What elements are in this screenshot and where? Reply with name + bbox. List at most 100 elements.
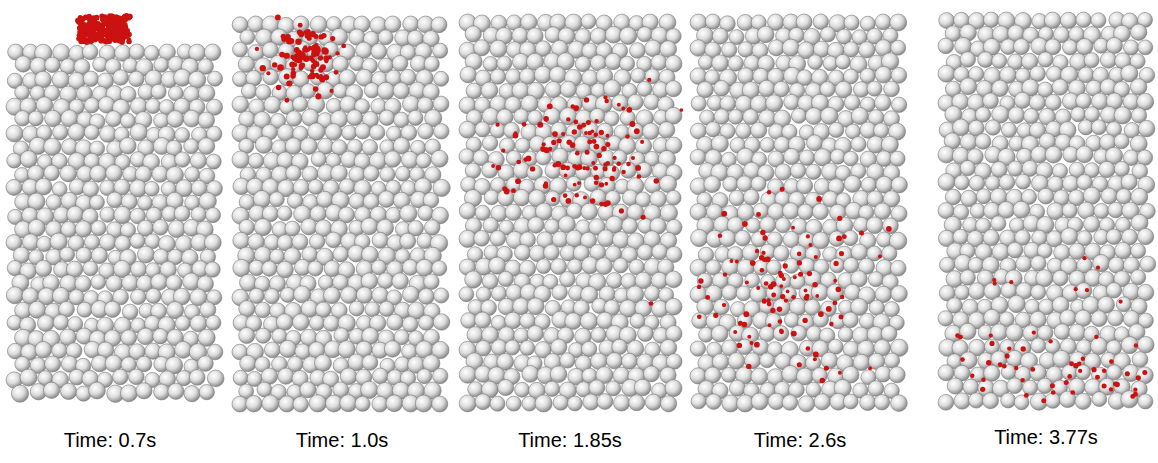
glass-sphere [637,244,653,260]
glass-sphere [356,287,372,303]
glass-sphere [528,217,544,233]
glass-sphere [665,380,682,397]
fine-particles [75,13,1147,403]
glass-sphere [969,393,984,408]
glass-sphere [490,69,505,84]
glass-sphere [408,110,423,125]
glass-sphere [590,28,607,45]
glass-sphere [622,218,638,234]
glass-sphere [955,285,970,300]
glass-sphere [175,316,190,331]
glass-sphere [198,85,215,102]
glass-sphere [175,341,192,358]
glass-sphere [1106,365,1121,380]
glass-sphere [891,97,906,112]
glass-sphere [728,109,743,124]
glass-sphere [190,153,206,169]
glass-sphere [791,325,807,341]
glass-sphere [20,151,37,168]
glass-sphere [123,58,138,73]
glass-sphere [482,162,498,178]
glass-sphere [697,82,713,98]
glass-sphere [976,189,991,204]
glass-sphere [960,52,976,68]
glass-sphere [838,327,853,342]
glass-sphere [812,204,828,220]
glass-sphere [205,208,220,223]
glass-sphere [136,383,152,399]
glass-sphere [355,123,371,139]
glass-sphere [520,340,535,355]
glass-sphere [751,393,768,410]
glass-sphere [198,112,214,128]
glass-sphere [424,56,439,71]
glass-sphere [938,65,955,82]
glass-sphere [514,109,529,124]
glass-sphere [659,175,676,192]
glass-sphere [506,150,521,165]
glass-sphere [106,165,123,182]
glass-sphere [432,261,447,276]
glass-sphere [106,111,122,127]
glass-sphere [890,260,906,276]
glass-sphere [323,287,340,304]
glass-sphere [985,120,1000,135]
glass-sphere [613,258,628,273]
glass-sphere [830,149,845,164]
glass-sphere [751,176,766,191]
glass-sphere [983,93,999,109]
glass-sphere [651,54,667,70]
glass-sphere [278,368,294,384]
glass-sphere [262,395,279,412]
glass-sphere [1114,134,1129,149]
glass-sphere [938,38,954,54]
glass-sphere [605,53,622,70]
glass-sphere [365,302,380,317]
glass-sphere [395,166,410,181]
glass-sphere [1001,393,1016,408]
glass-sphere [207,370,224,387]
glass-sphere [744,353,760,369]
glass-sphere [262,261,277,276]
glass-sphere [1031,256,1046,271]
glass-sphere [884,81,900,97]
glass-sphere [515,382,530,397]
glass-sphere [387,314,403,330]
glass-sphere [342,125,357,140]
glass-sphere [415,395,432,412]
glass-sphere [68,123,85,140]
glass-sphere [279,396,295,412]
glass-sphere [814,394,830,410]
glass-sphere [784,94,800,110]
glass-sphere [1059,391,1076,408]
glass-sphere [174,206,190,222]
glass-sphere [645,394,661,410]
glass-sphere [131,289,146,304]
glass-sphere [851,137,866,152]
glass-sphere [1121,337,1138,354]
glass-sphere [301,219,317,235]
glass-sphere [891,286,907,302]
glass-sphere [692,313,708,329]
glass-sphere [690,40,707,57]
glass-sphere [459,203,476,220]
glass-sphere [1138,394,1153,409]
glass-sphere [643,366,659,382]
glass-sphere [729,380,745,396]
glass-sphere [1076,146,1093,163]
glass-sphere [199,384,214,399]
glass-sphere [1093,254,1110,271]
glass-sphere [434,124,449,139]
glass-sphere [264,96,281,113]
glass-sphere [690,341,705,356]
glass-sphere [122,275,139,292]
glass-sphere [1115,242,1132,259]
glass-sphere [860,394,876,410]
glass-sphere [975,134,991,150]
glass-sphere [597,394,613,410]
glass-sphere [286,165,301,180]
glass-sphere [207,71,222,86]
glass-sphere [1038,52,1053,67]
glass-sphere [465,26,481,42]
glass-sphere [460,66,476,82]
